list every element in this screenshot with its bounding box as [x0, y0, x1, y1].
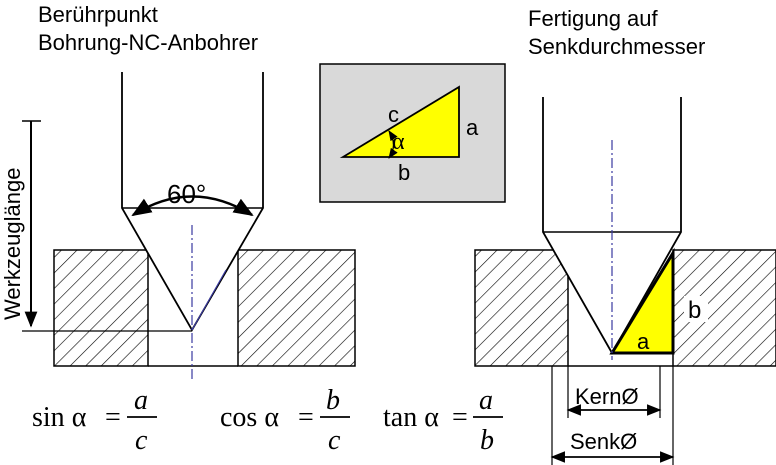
angle-label: 60°: [167, 179, 206, 209]
kern-dimension-label: KernØ: [575, 384, 639, 409]
inset-label-b: b: [398, 160, 410, 185]
inset-label-a: a: [466, 115, 479, 140]
inset-triangle-box: α a b c: [319, 63, 506, 203]
inset-angle-label: α: [392, 129, 405, 155]
right-label-a: a: [637, 329, 650, 354]
formula-sin-func: sin α: [32, 402, 87, 433]
formula-cos-numerator: b: [326, 385, 340, 416]
angle-arc: [131, 195, 254, 217]
formula-cos-equals: =: [298, 402, 314, 433]
right-title-line1: Fertigung auf: [528, 6, 659, 31]
right-label-b-bg: [684, 296, 708, 322]
formula-sin-numerator: a: [134, 385, 148, 416]
left-tool-tip-edge: [191, 269, 227, 331]
formula-sin-denominator: c: [135, 425, 148, 456]
tool-length-dimension: Werkzeuglänge: [0, 120, 192, 332]
formula-tan-denominator: b: [480, 425, 494, 456]
left-workpiece: [53, 249, 356, 367]
formula-tan: tan α = a b: [383, 385, 503, 456]
formula-sin: sin α = a c: [32, 385, 157, 456]
senk-dimension-label: SenkØ: [570, 429, 637, 454]
formula-cos-denominator: c: [328, 425, 341, 456]
right-label-b: b: [688, 297, 701, 324]
formula-cos: cos α = b c: [220, 385, 350, 456]
formula-tan-func: tan α: [383, 402, 439, 433]
left-title-line2: Bohrung-NC-Anbohrer: [38, 30, 258, 55]
inset-triangle: [339, 85, 460, 158]
formula-tan-equals: =: [452, 402, 468, 433]
inset-label-c: c: [388, 102, 399, 127]
left-block-right: [237, 249, 356, 367]
tool-length-label: Werkzeuglänge: [0, 168, 25, 320]
inset-angle-arc: [388, 130, 398, 159]
diameter-dimensions: KernØ SenkØ: [550, 366, 675, 465]
formula-sin-equals: =: [105, 402, 121, 433]
right-block-left: [474, 249, 569, 367]
formula-cos-func: cos α: [220, 402, 279, 433]
right-title-line2: Senkdurchmesser: [528, 34, 705, 59]
formula-tan-numerator: a: [479, 385, 493, 416]
right-triangle: [609, 247, 675, 355]
left-block-left: [53, 249, 149, 367]
left-title-line1: Berührpunkt: [38, 2, 158, 27]
